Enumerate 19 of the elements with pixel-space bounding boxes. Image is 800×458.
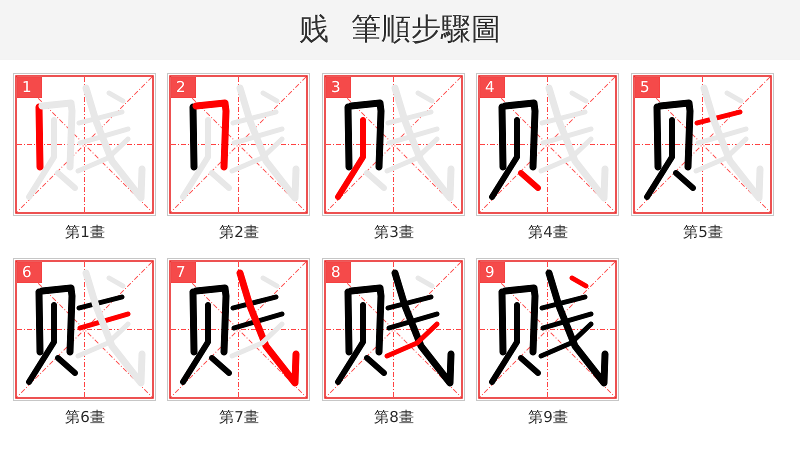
step-caption: 第1畫 xyxy=(65,223,105,241)
step-number: 8 xyxy=(326,262,351,283)
step-caption: 第9畫 xyxy=(528,408,568,426)
step-number: 9 xyxy=(480,262,505,283)
step-number: 4 xyxy=(480,77,505,98)
step-caption: 第7畫 xyxy=(219,408,259,426)
step-number: 3 xyxy=(326,77,351,98)
step-number: 5 xyxy=(635,77,660,98)
step-number: 7 xyxy=(171,262,196,283)
step-caption: 第6畫 xyxy=(65,408,105,426)
step-caption: 第2畫 xyxy=(219,223,259,241)
step-caption: 第4畫 xyxy=(528,223,568,241)
step-number: 1 xyxy=(17,77,42,98)
page-title: 贱 筆順步驟圖 xyxy=(299,11,501,49)
step-number: 2 xyxy=(171,77,196,98)
step-caption: 第3畫 xyxy=(374,223,414,241)
step-caption: 第8畫 xyxy=(374,408,414,426)
step-caption: 第5畫 xyxy=(683,223,723,241)
step-number: 6 xyxy=(17,262,42,283)
